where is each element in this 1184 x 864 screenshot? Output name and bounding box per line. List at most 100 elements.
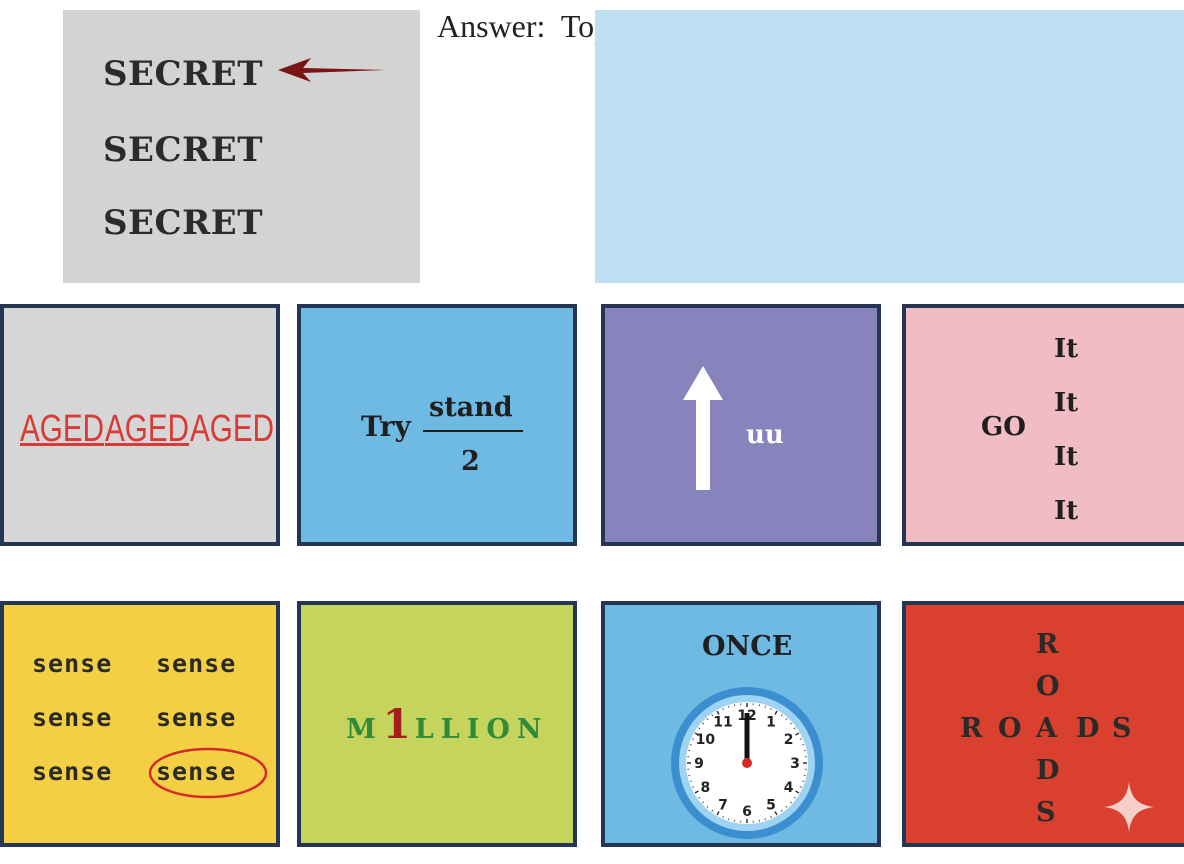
- clock-tick: [702, 722, 705, 725]
- sense-6: sense: [156, 757, 237, 786]
- clock-tick: [780, 714, 783, 717]
- clock-tick: [799, 738, 802, 740]
- clock-tick: [722, 708, 724, 711]
- road-vertical-2: O: [1036, 671, 1060, 702]
- clock-tick: [802, 744, 805, 746]
- clock-number: 8: [701, 780, 711, 796]
- puzzle-tile-crossroads[interactable]: R O A D S R O D S: [902, 601, 1184, 847]
- clock-tick: [785, 805, 788, 808]
- clock-number: 2: [784, 732, 794, 748]
- clock-tick: [728, 818, 730, 821]
- puzzle-tile-sense[interactable]: sense sense sense sense sense sense: [0, 601, 280, 847]
- up-arrow-icon: [683, 366, 723, 490]
- it-4: It: [1054, 496, 1079, 526]
- clock-tick: [793, 727, 796, 730]
- answer-reveal-panel: [595, 10, 1184, 283]
- clock-number: 4: [784, 780, 794, 796]
- sense-2: sense: [156, 649, 237, 678]
- clock-tick: [795, 732, 800, 736]
- clock-tick: [706, 718, 709, 721]
- clock-tick: [802, 780, 805, 782]
- clock-tick: [789, 801, 792, 804]
- road-vertical-1: R: [1036, 629, 1059, 660]
- once-text: ONCE: [702, 631, 793, 662]
- clock-tick: [698, 796, 701, 799]
- secret-word-1: SECRET: [103, 54, 264, 94]
- fraction-numerator: stand: [429, 392, 513, 423]
- clock-tick: [770, 815, 772, 818]
- clock-tick: [716, 710, 720, 715]
- clock-tick: [722, 815, 724, 818]
- million-one: 1: [382, 701, 415, 748]
- million-end: LLION: [414, 714, 549, 745]
- clock-tick: [694, 790, 699, 794]
- clock-tick: [698, 727, 701, 730]
- fraction-bar: [423, 430, 523, 432]
- clock-number: 9: [694, 756, 704, 772]
- clock-number: 10: [696, 732, 716, 748]
- aged-word-3: AGED: [190, 408, 275, 450]
- secret-word-2: SECRET: [103, 130, 264, 170]
- fraction-denominator: 2: [461, 446, 480, 477]
- clock-tick: [785, 718, 788, 721]
- road-horizontal-1: R: [960, 713, 983, 744]
- it-2: It: [1054, 388, 1079, 418]
- clock-tick: [702, 801, 705, 804]
- clock-number: 6: [742, 804, 752, 820]
- puzzle-tile-once-clock[interactable]: ONCE 121234567891011: [601, 601, 881, 847]
- clock-tick: [780, 809, 783, 812]
- clock-tick: [793, 796, 796, 799]
- left-arrow-icon: [278, 58, 385, 82]
- puzzle-tile-go-it[interactable]: GO It It It It: [902, 304, 1184, 546]
- circle-highlight: [148, 747, 268, 799]
- million-start: M: [346, 714, 383, 745]
- go-text: GO: [981, 412, 1026, 442]
- aged-word-2: AGED: [105, 408, 190, 450]
- try-word: Try: [361, 410, 411, 443]
- clock-tick: [711, 714, 714, 717]
- puzzle-tile-million[interactable]: M1LLION: [297, 601, 577, 847]
- road-vertical-5: S: [1036, 797, 1056, 828]
- example-panel: SECRET SECRET SECRET: [63, 10, 420, 283]
- clock-tick: [694, 732, 699, 736]
- it-3: It: [1054, 442, 1079, 472]
- uu-text: uu: [746, 420, 784, 450]
- road-center-a: A: [1036, 713, 1057, 744]
- clock-number: 7: [718, 798, 728, 814]
- answer-label: Answer:: [437, 8, 546, 44]
- clock-tick: [789, 722, 792, 725]
- sparkle-icon: [1104, 782, 1154, 832]
- puzzle-tile-aged[interactable]: AGED AGED AGED: [0, 304, 280, 546]
- aged-word-1: AGED: [20, 408, 105, 450]
- clock-tick: [764, 705, 766, 708]
- clock-tick: [728, 705, 730, 708]
- puzzle-tile-try-stand[interactable]: Try stand 2: [297, 304, 577, 546]
- sense-5: sense: [32, 757, 113, 786]
- sense-1: sense: [32, 649, 113, 678]
- clock-number: 1: [766, 714, 776, 730]
- clock-number: 3: [790, 756, 800, 772]
- clock-tick: [716, 811, 720, 816]
- puzzle-tile-up-uu[interactable]: uu: [601, 304, 881, 546]
- clock-icon: 121234567891011: [671, 687, 823, 839]
- clock-tick: [774, 710, 778, 715]
- clock-tick: [689, 744, 692, 746]
- it-1: It: [1054, 334, 1079, 364]
- road-horizontal-2: O: [998, 713, 1022, 744]
- sense-3: sense: [32, 703, 113, 732]
- clock-tick: [770, 708, 772, 711]
- clock-tick: [692, 786, 695, 788]
- million-word: M1LLION: [346, 701, 549, 748]
- clock-tick: [706, 805, 709, 808]
- clock-tick: [795, 790, 800, 794]
- clock-tick: [689, 780, 692, 782]
- secret-word-3: SECRET: [103, 203, 264, 243]
- clock-tick: [711, 809, 714, 812]
- sense-4: sense: [156, 703, 237, 732]
- road-vertical-4: D: [1036, 755, 1060, 786]
- clock-tick: [774, 811, 778, 816]
- road-horizontal-5: S: [1112, 713, 1132, 744]
- clock-tick: [764, 818, 766, 821]
- road-horizontal-4: D: [1076, 713, 1100, 744]
- clock-number: 11: [713, 714, 732, 730]
